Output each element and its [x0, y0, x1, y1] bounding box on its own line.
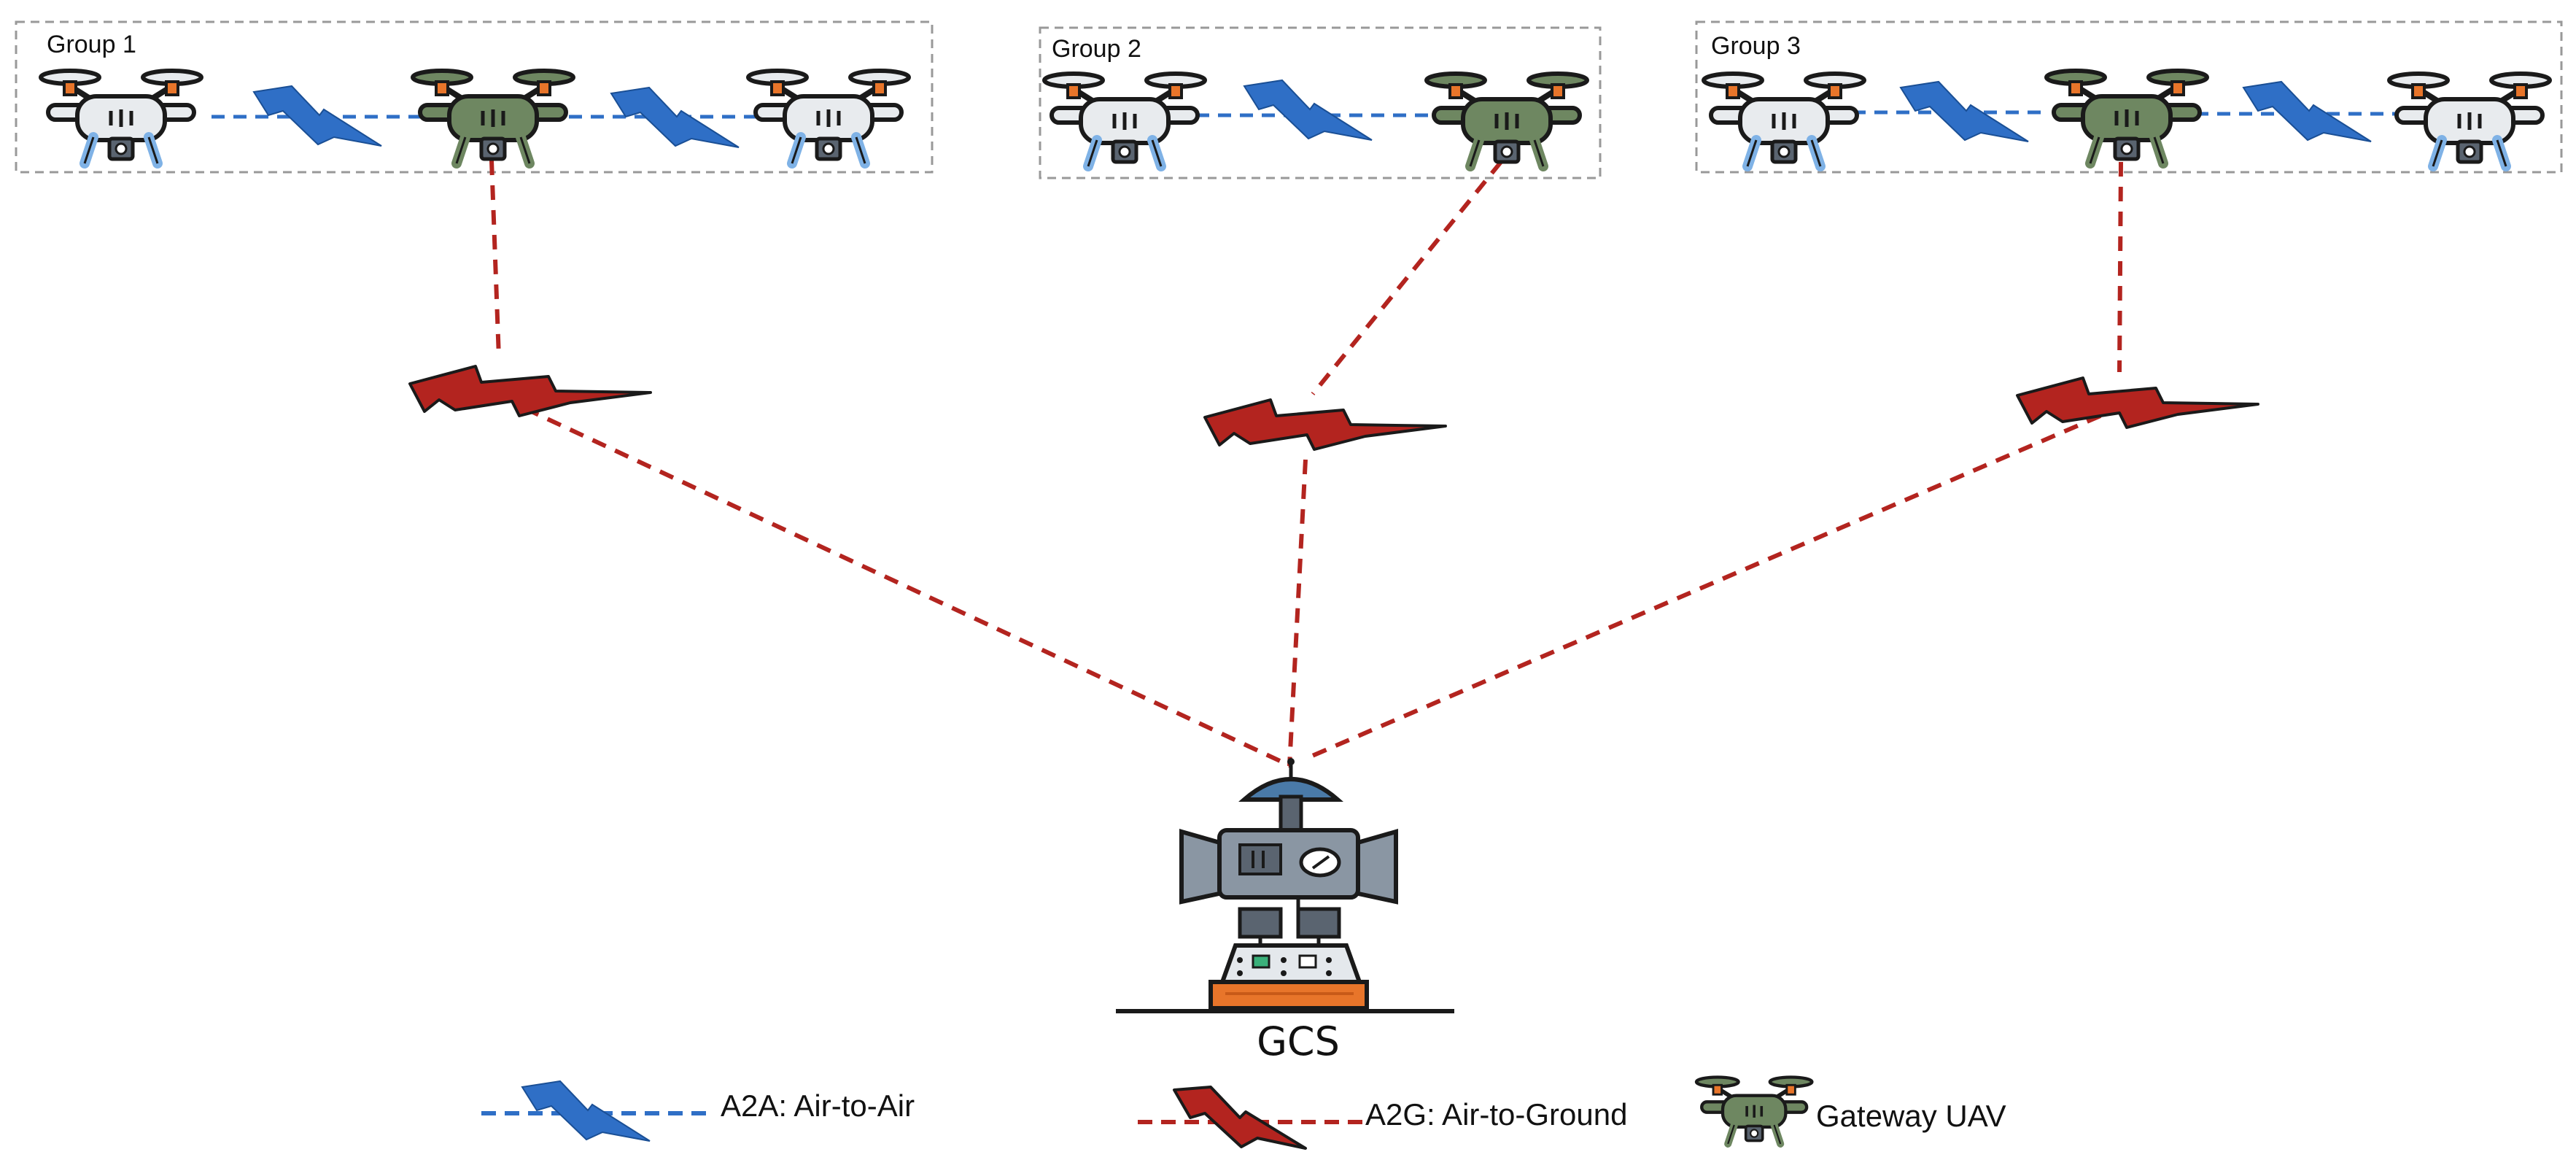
ground-station-icon — [1179, 758, 1398, 1010]
drone-icon — [748, 71, 909, 163]
red-lightning-icon — [408, 365, 652, 417]
group-label-3: Group 3 — [1711, 32, 1801, 60]
gateway-drone-icon — [1427, 74, 1587, 166]
blue-lightning-icon — [610, 87, 740, 148]
red-lightning-icon — [1203, 398, 1447, 451]
drone-icon — [1044, 74, 1205, 166]
group-box-1 — [15, 20, 934, 174]
group-box-3 — [1695, 20, 2563, 174]
blue-lightning-icon — [253, 85, 382, 147]
drone-icon — [2389, 74, 2550, 166]
a2g-links — [489, 160, 2123, 768]
red-lightning-icon — [1173, 1086, 1307, 1150]
legend-gateway-label: Gateway UAV — [1816, 1099, 2006, 1133]
group-label-2: Group 2 — [1052, 35, 1141, 63]
legend-a2a-label: A2A: Air-to-Air — [721, 1088, 915, 1123]
drone-icon — [41, 71, 201, 163]
legend: A2A: Air-to-Air A2G: Air-to-Ground Gatew… — [481, 1077, 2006, 1150]
drone-icon — [1704, 74, 1864, 166]
gcs-label: GCS — [1257, 1018, 1340, 1064]
legend-a2g-label: A2G: Air-to-Ground — [1365, 1097, 1627, 1132]
gateway-drone-icon — [1696, 1077, 1812, 1143]
gateway-drone-icon — [2047, 71, 2207, 163]
group-label-1: Group 1 — [47, 31, 136, 58]
blue-lightning-icon — [1244, 80, 1373, 141]
red-lightning-icon — [2016, 376, 2259, 429]
group-box-2 — [1039, 26, 1602, 179]
gateway-drone-icon — [413, 71, 573, 163]
blue-lightning-icon — [2243, 81, 2372, 142]
